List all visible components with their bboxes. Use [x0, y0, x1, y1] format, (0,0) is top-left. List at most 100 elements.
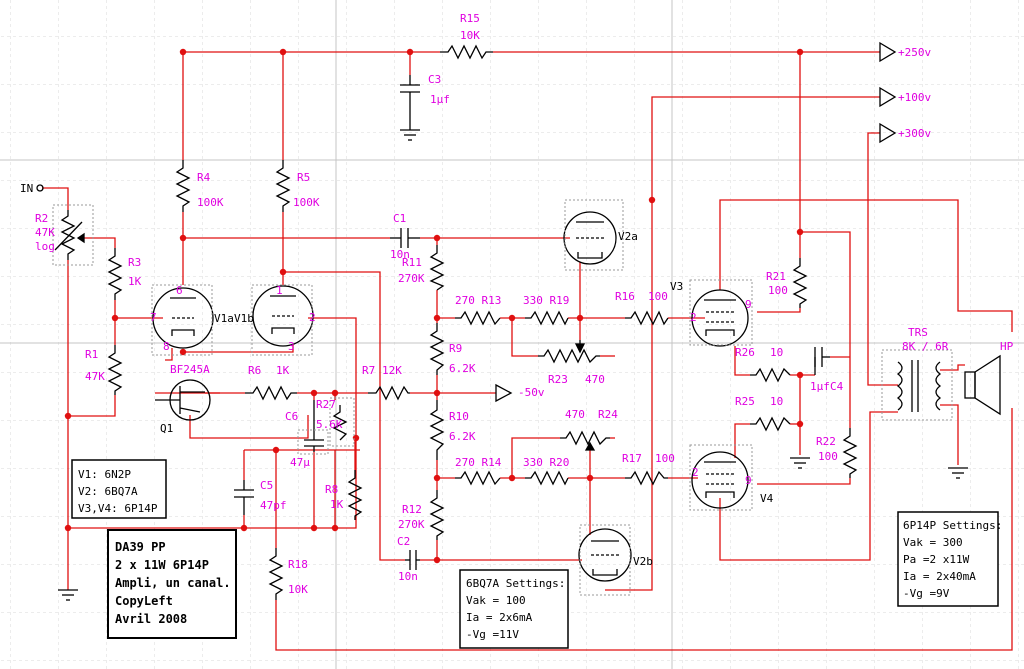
- svg-text:470: 470: [565, 408, 585, 421]
- svg-text:R21: R21: [766, 270, 786, 283]
- svg-text:470: 470: [585, 373, 605, 386]
- svg-text:10n: 10n: [398, 570, 418, 583]
- svg-text:8K / 6R: 8K / 6R: [902, 340, 949, 353]
- svg-text:100: 100: [768, 284, 788, 297]
- svg-text:10n: 10n: [390, 248, 410, 261]
- svg-text:6.2K: 6.2K: [449, 430, 476, 443]
- svg-text:330 R20: 330 R20: [523, 456, 569, 469]
- svg-text:270 R14: 270 R14: [455, 456, 502, 469]
- svg-text:Vak = 100: Vak = 100: [466, 594, 526, 607]
- svg-text:10: 10: [770, 346, 783, 359]
- svg-text:2: 2: [692, 466, 699, 479]
- svg-text:R5: R5: [297, 171, 310, 184]
- svg-text:270K: 270K: [398, 518, 425, 531]
- grounds: [58, 129, 968, 601]
- resistors: [54, 44, 858, 600]
- svg-text:TRS: TRS: [908, 326, 928, 339]
- svg-text:C1: C1: [393, 212, 406, 225]
- settings-6bq7a-box: 6BQ7A Settings: Vak = 100 Ia = 2x6mA -Vg…: [459, 569, 569, 649]
- svg-text:CopyLeft: CopyLeft: [115, 594, 173, 608]
- svg-text:R12: R12: [402, 503, 422, 516]
- svg-text:V2: 6BQ7A: V2: 6BQ7A: [78, 485, 138, 498]
- svg-text:R15: R15: [460, 12, 480, 25]
- svg-text:+250v: +250v: [898, 46, 931, 59]
- svg-text:Ia = 2x40mA: Ia = 2x40mA: [903, 570, 976, 583]
- svg-text:C4: C4: [830, 380, 844, 393]
- svg-text:1K: 1K: [276, 364, 290, 377]
- svg-text:1K: 1K: [128, 275, 142, 288]
- svg-text:100: 100: [655, 452, 675, 465]
- svg-text:47pf: 47pf: [260, 499, 287, 512]
- svg-text:5.6K: 5.6K: [316, 418, 343, 431]
- svg-text:R18: R18: [288, 558, 308, 571]
- svg-text:V1a: V1a: [214, 312, 234, 325]
- svg-text:R25: R25: [735, 395, 755, 408]
- svg-text:2: 2: [309, 311, 316, 324]
- svg-text:6BQ7A Settings:: 6BQ7A Settings:: [466, 577, 565, 590]
- tubes: [152, 211, 749, 582]
- svg-text:12K: 12K: [382, 364, 402, 377]
- svg-text:V3: V3: [670, 280, 683, 293]
- svg-text:10K: 10K: [460, 29, 480, 42]
- svg-text:Ia = 2x6mA: Ia = 2x6mA: [466, 611, 533, 624]
- svg-text:V3,V4: 6P14P: V3,V4: 6P14P: [78, 502, 158, 515]
- svg-text:-Vg =11V: -Vg =11V: [466, 628, 519, 641]
- selection-boxes: [52, 199, 953, 596]
- svg-text:8: 8: [163, 340, 170, 353]
- wiring: [42, 51, 1013, 651]
- junction-dots: [64, 48, 804, 564]
- svg-text:R16: R16: [615, 290, 635, 303]
- svg-text:10K: 10K: [288, 583, 308, 596]
- svg-text:6P14P Settings:: 6P14P Settings:: [903, 519, 1002, 532]
- svg-text:1: 1: [276, 284, 283, 297]
- svg-text:V1: 6N2P: V1: 6N2P: [78, 468, 131, 481]
- svg-text:BF245A: BF245A: [170, 363, 210, 376]
- svg-text:R17: R17: [622, 452, 642, 465]
- speaker: [964, 354, 1001, 416]
- svg-text:47K: 47K: [85, 370, 105, 383]
- svg-text:1µf: 1µf: [430, 93, 450, 106]
- svg-text:100K: 100K: [293, 196, 320, 209]
- svg-text:V1b: V1b: [234, 312, 254, 325]
- svg-text:270K: 270K: [398, 272, 425, 285]
- svg-text:R10: R10: [449, 410, 469, 423]
- svg-text:100K: 100K: [197, 196, 224, 209]
- svg-text:Ampli, un canal.: Ampli, un canal.: [115, 576, 231, 590]
- svg-text:DA39 PP: DA39 PP: [115, 540, 166, 554]
- svg-text:R23: R23: [548, 373, 568, 386]
- svg-text:270 R13: 270 R13: [455, 294, 501, 307]
- svg-text:R9: R9: [449, 342, 462, 355]
- svg-text:R27: R27: [316, 398, 336, 411]
- title-block: DA39 PP 2 x 11W 6P14P Ampli, un canal. C…: [107, 529, 237, 639]
- svg-text:100: 100: [648, 290, 668, 303]
- svg-text:V4: V4: [760, 492, 774, 505]
- svg-text:R7: R7: [362, 364, 375, 377]
- svg-text:+100v: +100v: [898, 91, 931, 104]
- svg-text:V2a: V2a: [618, 230, 638, 243]
- svg-text:R22: R22: [816, 435, 836, 448]
- svg-text:R8: R8: [325, 483, 338, 496]
- svg-text:47K: 47K: [35, 226, 55, 239]
- svg-text:V2b: V2b: [633, 555, 653, 568]
- svg-text:9: 9: [745, 474, 752, 487]
- svg-text:Vak = 300: Vak = 300: [903, 536, 963, 549]
- svg-text:6.2K: 6.2K: [449, 362, 476, 375]
- svg-text:7: 7: [150, 311, 157, 324]
- svg-text:1µf: 1µf: [810, 380, 830, 393]
- svg-text:R6: R6: [248, 364, 261, 377]
- component-labels: IN R2 47K log R3 1K R1 47K R4 100K R5 10…: [20, 12, 1014, 596]
- svg-text:Avril 2008: Avril 2008: [115, 612, 187, 626]
- svg-text:100: 100: [818, 450, 838, 463]
- svg-text:R26: R26: [735, 346, 755, 359]
- svg-text:C5: C5: [260, 479, 273, 492]
- svg-text:Pa =2 x11W: Pa =2 x11W: [903, 553, 970, 566]
- svg-text:3: 3: [288, 340, 295, 353]
- svg-text:C6: C6: [285, 410, 298, 423]
- svg-text:HP: HP: [1000, 340, 1014, 353]
- svg-text:R3: R3: [128, 256, 141, 269]
- svg-text:330 R19: 330 R19: [523, 294, 569, 307]
- svg-text:6: 6: [176, 284, 183, 297]
- settings-6p14p-box: 6P14P Settings: Vak = 300 Pa =2 x11W Ia …: [897, 511, 1002, 607]
- svg-text:2 x 11W 6P14P: 2 x 11W 6P14P: [115, 558, 209, 572]
